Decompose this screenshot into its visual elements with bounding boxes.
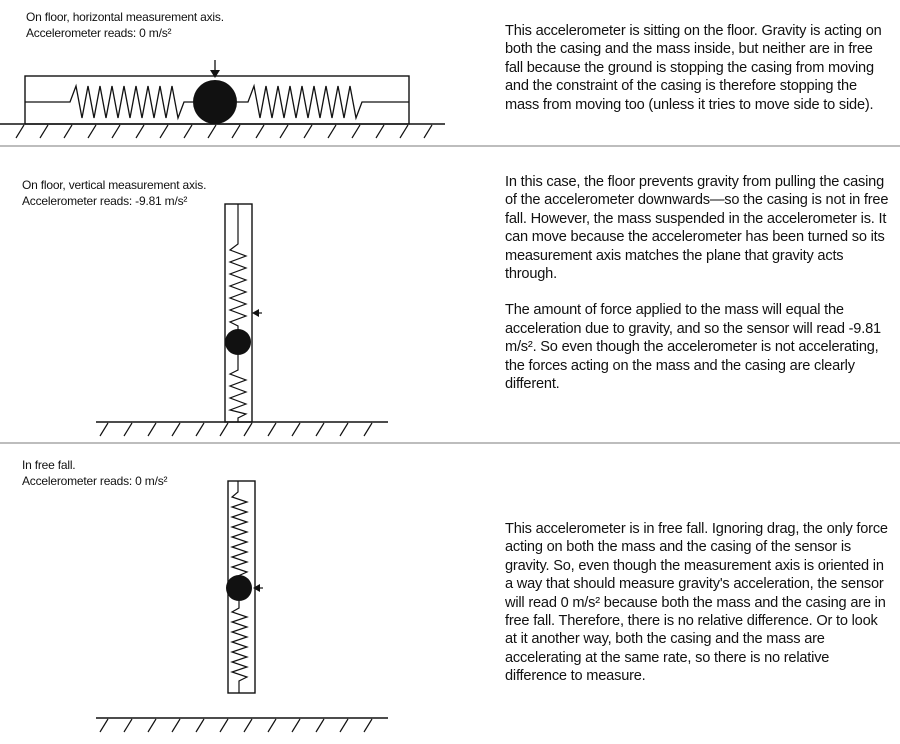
- panel3-caption-line1: In free fall.: [22, 458, 76, 472]
- panel1-caption-line1: On floor, horizontal measurement axis.: [26, 10, 224, 24]
- left-spring: [25, 83, 193, 121]
- measurement-arrow: [252, 309, 259, 317]
- panel3-paragraph-1: This accelerometer is in free fall. Igno…: [505, 521, 888, 685]
- panel1-caption-line2: Accelerometer reads: 0 m/s²: [26, 26, 172, 40]
- panel2-description: In this case, the floor prevents gravity…: [505, 173, 890, 393]
- free-fall-accelerometer-diagram: [96, 480, 388, 733]
- measurement-arrow: [210, 70, 220, 78]
- section-divider-1: [0, 145, 900, 147]
- lower-spring: [230, 601, 249, 693]
- proof-mass: [225, 329, 251, 355]
- panel2-caption-line2: Accelerometer reads: -9.81 m/s²: [22, 194, 188, 208]
- panel2-caption-line1: On floor, vertical measurement axis.: [22, 178, 207, 192]
- panel2-paragraph-2: The amount of force applied to the mass …: [505, 302, 881, 393]
- floor-hatch: [15, 124, 433, 139]
- panel3-caption-line2: Accelerometer reads: 0 m/s²: [22, 474, 168, 488]
- proof-mass: [226, 575, 252, 601]
- panel2-paragraph-1: In this case, the floor prevents gravity…: [505, 174, 889, 283]
- vertical-accelerometer-diagram: [96, 203, 388, 437]
- right-spring: [237, 83, 409, 121]
- proof-mass: [193, 80, 237, 124]
- section-divider-2: [0, 442, 900, 444]
- measurement-arrow: [253, 584, 260, 592]
- panel1-description: This accelerometer is sitting on the flo…: [505, 22, 890, 114]
- floor-hatch: [99, 422, 373, 437]
- upper-spring: [228, 204, 248, 330]
- upper-spring: [230, 481, 249, 577]
- horizontal-accelerometer-diagram: [0, 60, 445, 139]
- ground-hatch: [99, 718, 373, 733]
- panel3-description: This accelerometer is in free fall. Igno…: [505, 520, 890, 686]
- lower-spring: [227, 355, 248, 422]
- panel1-paragraph-1: This accelerometer is sitting on the flo…: [505, 23, 882, 113]
